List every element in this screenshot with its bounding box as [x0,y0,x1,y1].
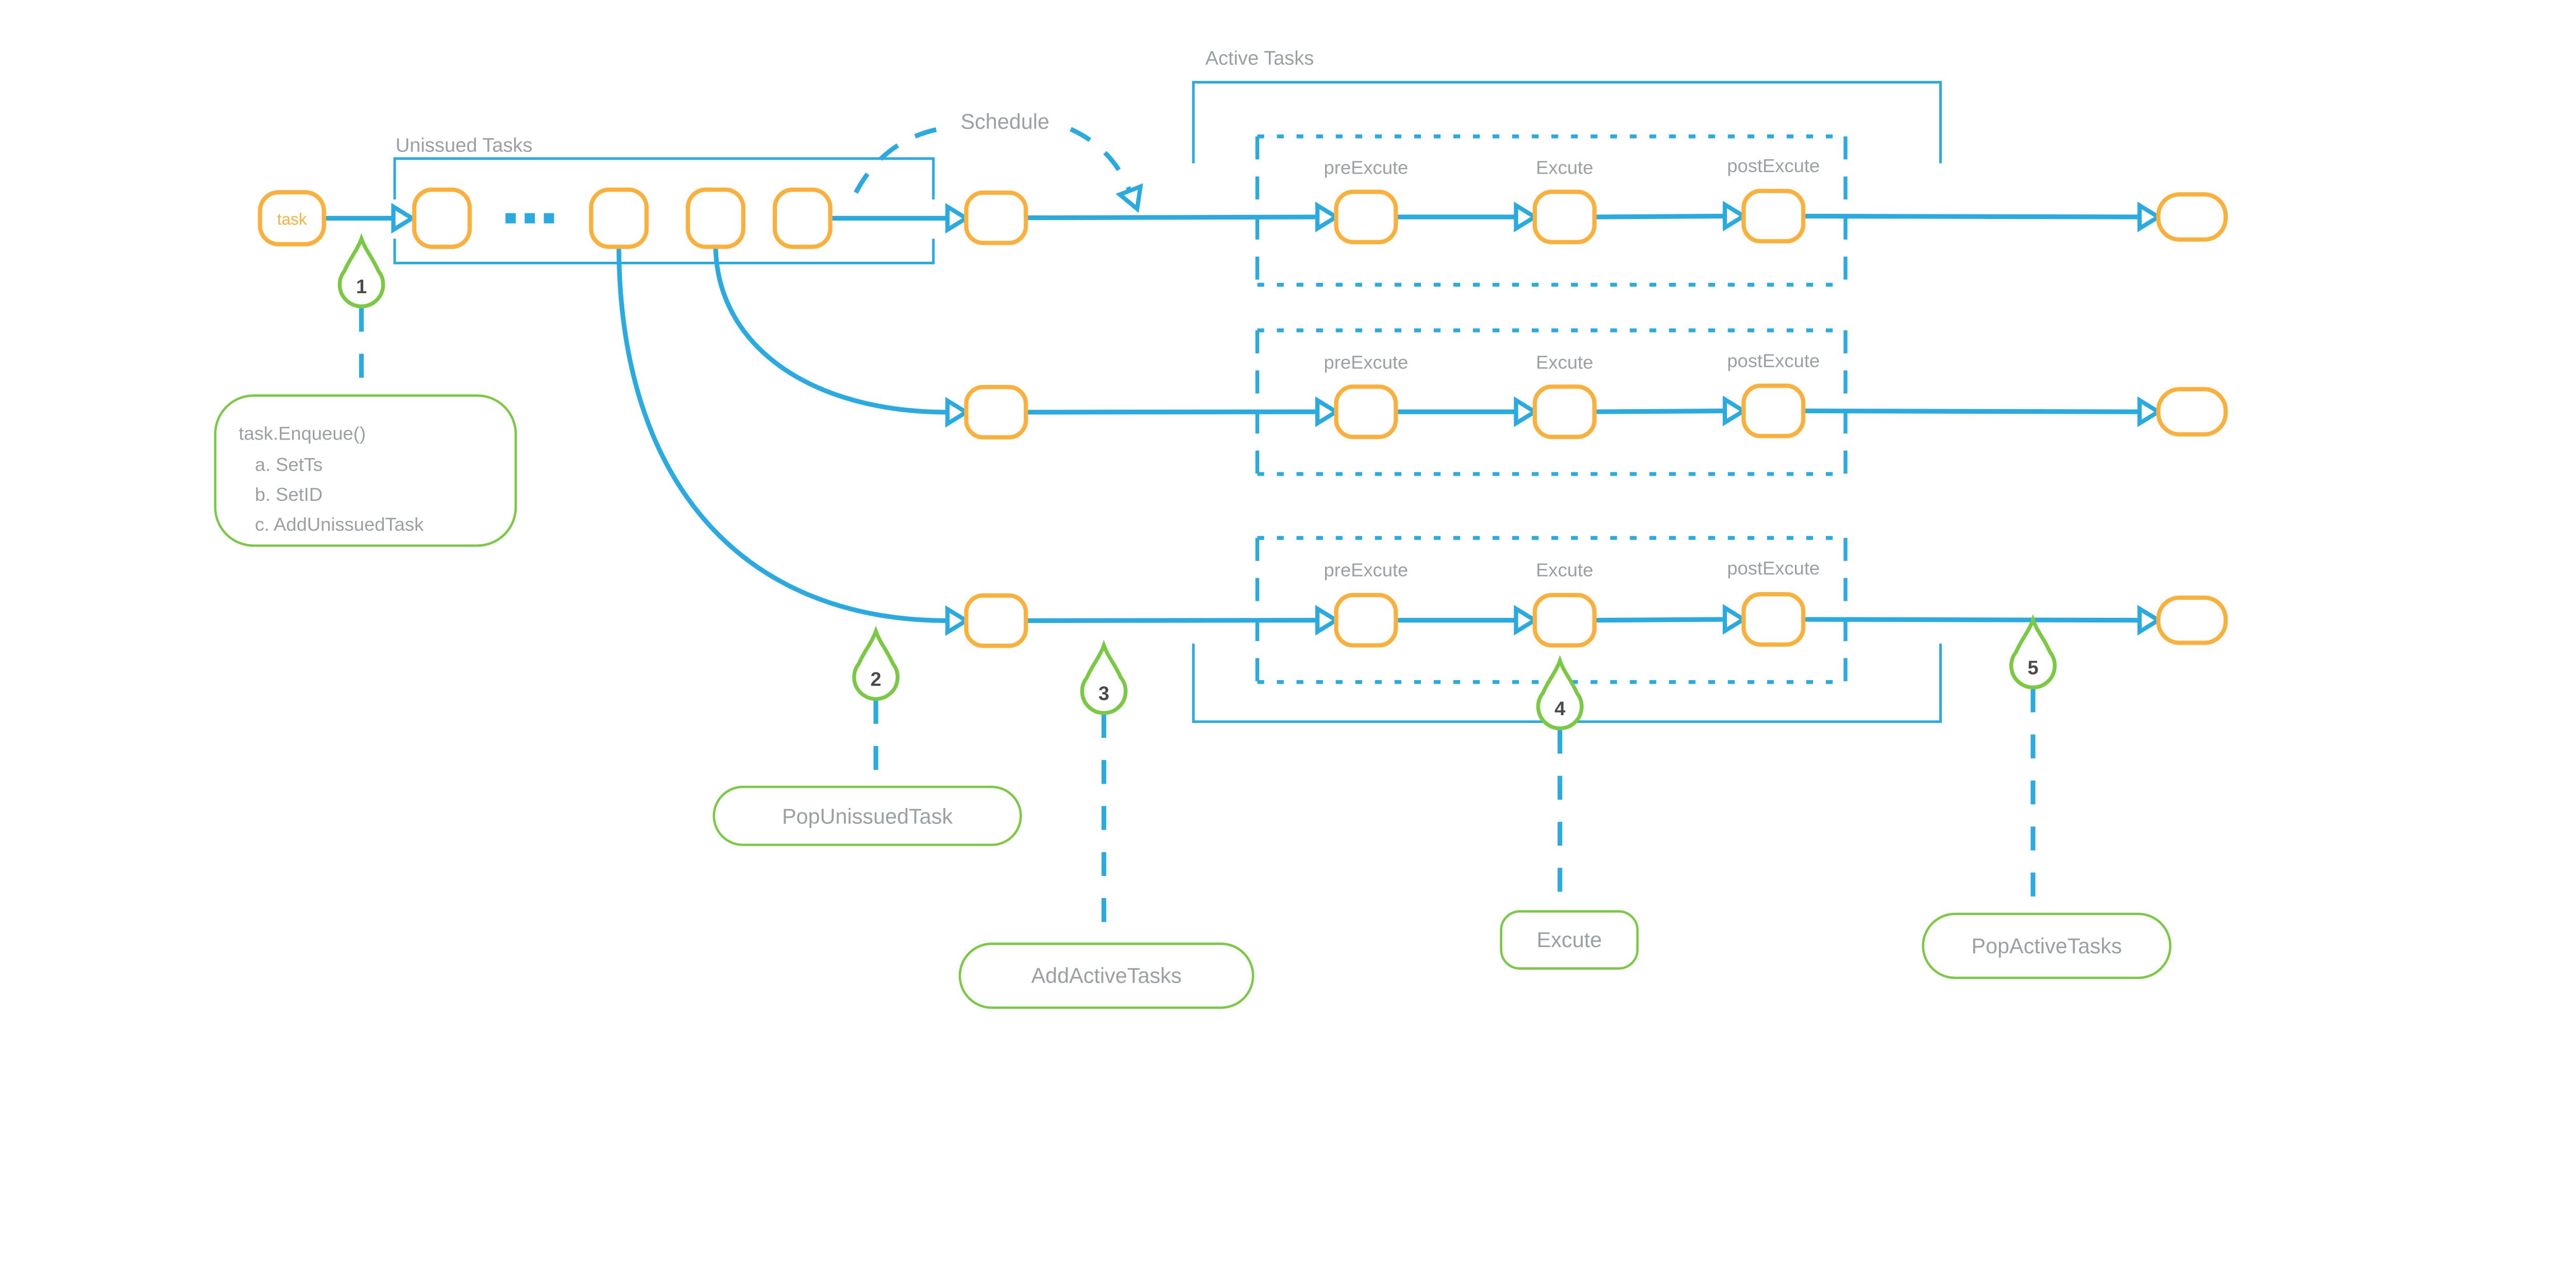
callout-label: AddActiveTasks [1031,964,1182,988]
excute-node [1532,190,1597,245]
marker-2: 2 [852,626,900,701]
teardrop-icon [852,626,900,701]
arrowhead-icon [945,203,971,234]
active-tasks-label: Active Tasks [1206,48,1314,70]
post-excute-node [1741,592,1806,647]
teardrop-icon [2009,614,2057,689]
arrowhead-icon [945,605,971,636]
post-excute-label: postExcute [1727,350,1820,371]
task-node-label: task [277,210,307,228]
pipeline-nodes-row3 [1334,592,2228,648]
arrowhead-icon [1315,396,1341,427]
callout-line: b. SetID [255,484,323,505]
excute-label: Excute [1536,352,1593,373]
marker-number: 1 [356,276,367,298]
marker-5: 5 [2009,614,2057,689]
stage-labels-row2: preExcute Excute postExcute [1324,350,1820,373]
schedule-arc-left [854,127,939,194]
marker-1: 1 [337,233,385,309]
schedule-node-row3 [964,593,1028,648]
arrowhead-icon [1514,396,1539,427]
schedule-node-row1 [964,190,1028,245]
callout-line: a. SetTs [255,454,323,475]
queue-node [412,187,472,249]
unissued-tasks-label: Unissued Tasks [396,135,533,157]
flow-arrows-row3 [616,244,2163,636]
arrowhead-icon [2137,201,2163,232]
excute-node [1532,384,1597,440]
unissued-queue-nodes [412,187,833,249]
pipeline-box-row1 [1255,134,1848,287]
callout-excute: Excute [1500,910,1639,970]
pre-excute-node [1334,593,1398,648]
flow-arrows-row2 [713,244,2163,428]
task-source-node: task [258,190,326,247]
finished-node [2156,192,2228,242]
arrowhead-icon [945,397,971,428]
arrowhead-icon [1514,604,1539,636]
callout-pop-active-tasks: PopActiveTasks [1922,913,2172,980]
unissued-tasks-bracket [393,157,935,264]
pre-excute-node [1334,384,1398,440]
flow-arrows-row1 [324,200,2163,234]
teardrop-icon [1080,639,1128,715]
arrowhead-icon [1722,395,1748,427]
excute-label: Excute [1536,157,1593,178]
teardrop-icon [337,233,385,309]
marker-3: 3 [1080,639,1128,715]
pre-excute-label: preExcute [1324,352,1408,373]
pipeline-box-row2 [1255,328,1848,476]
queue-node [686,187,745,249]
marker-number: 5 [2027,657,2038,679]
finished-node [2156,595,2228,645]
post-excute-node [1741,189,1806,244]
arrowhead-icon [1722,604,1748,635]
stage-labels-row1: preExcute Excute postExcute [1324,155,1820,178]
task-scheduler-diagram: Unissued Tasks Schedule Active Tasks [214,47,2228,1009]
post-excute-node [1741,383,1806,438]
callout-label: Excute [1537,928,1602,952]
schedule-label: Schedule [960,110,1049,133]
pre-excute-label: preExcute [1324,559,1408,580]
post-excute-label: postExcute [1727,155,1820,176]
marker-leader-lines [359,308,2036,943]
callout-label: PopUnissuedTask [782,804,953,828]
schedule-node-row2 [964,385,1028,440]
callout-task-enqueue: task.Enqueue() a. SetTs b. SetID c. AddU… [214,394,517,547]
queue-node [772,187,833,249]
excute-label: Excute [1536,559,1593,580]
active-tasks-bracket-top [1192,81,1942,163]
callout-pop-unissued-task: PopUnissuedTask [713,785,1022,846]
marker-4: 4 [1536,655,1584,731]
stage-labels-row3: preExcute Excute postExcute [1324,558,1820,580]
callout-line: c. AddUnissuedTask [255,514,424,535]
teardrop-icon [1536,655,1584,731]
arrowhead-icon [1722,200,1748,232]
post-excute-label: postExcute [1727,558,1820,579]
arrowhead-icon [2137,396,2163,427]
arrowhead-icon [1315,604,1341,636]
marker-number: 3 [1098,683,1109,704]
queue-ellipsis-dots [505,213,554,224]
callout-add-active-tasks: AddActiveTasks [958,942,1255,1009]
arrowhead-icon [2137,604,2163,636]
pre-excute-node [1334,190,1398,245]
marker-number: 2 [870,669,881,690]
queue-node [589,187,649,249]
schedule-nodes [964,190,1028,648]
callout-label: PopActiveTasks [1972,934,2122,958]
excute-node [1532,593,1597,648]
marker-number: 4 [1554,698,1565,720]
arrowhead-icon [1514,201,1539,232]
schedule-arc-right [1070,127,1143,213]
callout-line: task.Enqueue() [239,423,366,444]
pipeline-nodes-row1 [1334,189,2228,245]
arrowhead-icon [391,203,416,234]
pipeline-nodes-row2 [1334,383,2228,440]
arrowhead-icon [1115,183,1143,213]
pre-excute-label: preExcute [1324,157,1408,178]
arrowhead-icon [1315,201,1341,232]
finished-node [2156,387,2228,437]
